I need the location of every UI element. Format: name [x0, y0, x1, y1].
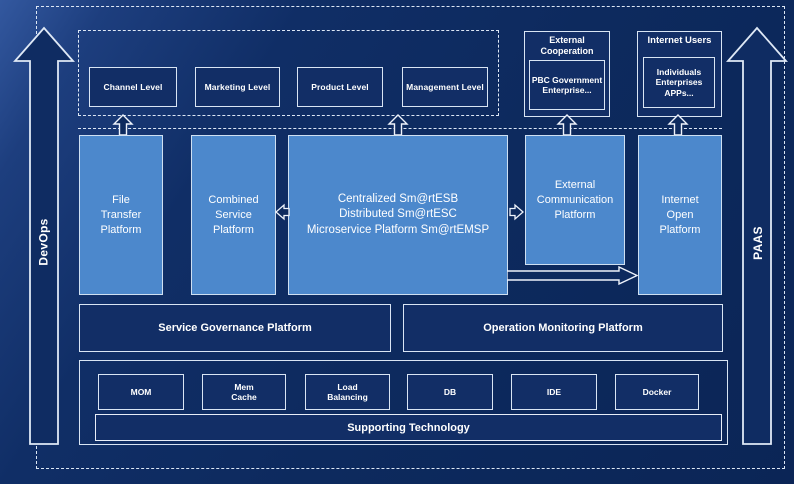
- tech-label: Balancing: [327, 392, 368, 402]
- member-label: PBC Government: [531, 74, 603, 85]
- tech-box-mom: MOM: [98, 374, 184, 410]
- platform-label-line: Communication: [536, 193, 614, 206]
- supporting-technology-bar: Supporting Technology: [95, 414, 722, 441]
- external-cooperation-title: External Cooperation: [540, 35, 594, 56]
- levels-panel: [78, 30, 499, 116]
- platform-label-line: Platform: [213, 223, 254, 236]
- level-label: Management Level: [406, 82, 484, 92]
- platform-label-line: File: [112, 193, 130, 206]
- platform-label-line: Service: [215, 208, 252, 221]
- tech-label: Docker: [642, 386, 672, 397]
- level-box-product: Product Level: [297, 67, 383, 107]
- external-cooperation-members-box: PBC Government Enterprise...: [529, 60, 605, 110]
- level-label: Channel Level: [103, 82, 163, 92]
- devops-label: DevOps: [37, 218, 51, 266]
- platform-label-line: Centralized Sm@rtESB: [337, 192, 459, 205]
- level-box-marketing: Marketing Level: [195, 67, 280, 107]
- up-arrow-icon: [112, 114, 134, 136]
- tech-label: Cache: [231, 392, 257, 402]
- member-label: Enterprise...: [542, 85, 592, 95]
- tech-label: Mem: [234, 381, 254, 392]
- supporting-technology-panel: [79, 360, 728, 445]
- platform-label-line: Open: [666, 208, 694, 221]
- internet-open-platform-box: Internet Open Platform: [638, 135, 722, 295]
- service-governance-label: Service Governance Platform: [158, 322, 312, 334]
- tech-box-db: DB: [407, 374, 493, 410]
- paas-label: PAAS: [751, 226, 765, 260]
- level-box-management: Management Level: [402, 67, 488, 107]
- tech-box-ide: IDE: [511, 374, 597, 410]
- esb-platform-box: Centralized Sm@rtESB Distributed Sm@rtES…: [288, 135, 508, 295]
- tech-label: IDE: [546, 386, 562, 397]
- up-arrow-icon: [556, 114, 578, 136]
- platform-label-line: Distributed Sm@rtESC: [339, 208, 457, 221]
- combined-service-platform-box: Combined Service Platform: [191, 135, 276, 295]
- platform-label-line: Platform: [100, 223, 142, 236]
- up-arrow-icon: [387, 114, 409, 136]
- left-arrow-icon: [275, 203, 290, 221]
- platform-label-line: Platform: [659, 223, 701, 236]
- external-communication-platform-box: External Communication Platform: [525, 135, 625, 265]
- paas-up-arrow-icon: [726, 26, 788, 445]
- level-box-channel: Channel Level: [89, 67, 177, 107]
- platform-label-line: Microservice Platform Sm@rtEMSP: [306, 223, 490, 236]
- flow-right-arrow-icon: [507, 266, 638, 286]
- operation-monitoring-label: Operation Monitoring Platform: [483, 322, 643, 334]
- up-arrow-icon: [667, 114, 689, 136]
- file-transfer-platform-box: File Transfer Platform: [79, 135, 163, 295]
- tech-box-docker: Docker: [615, 374, 699, 410]
- right-arrow-icon: [509, 203, 524, 221]
- level-label: Product Level: [311, 82, 369, 92]
- service-governance-platform-box: Service Governance Platform: [79, 304, 391, 352]
- tech-label: Load: [337, 381, 358, 392]
- internet-users-title: Internet Users: [647, 35, 712, 46]
- operation-monitoring-platform-box: Operation Monitoring Platform: [403, 304, 723, 352]
- devops-rail-label: DevOps: [28, 200, 60, 284]
- paas-rail-label: PAAS: [742, 206, 774, 280]
- internet-users-members-box: Individuals Enterprises APPs...: [643, 57, 715, 108]
- platform-label-line: Internet: [661, 193, 699, 206]
- platform-label-line: Platform: [554, 208, 596, 221]
- member-label: APPs...: [664, 87, 694, 98]
- level-label: Marketing Level: [204, 82, 271, 92]
- member-label: Enterprises: [655, 77, 703, 88]
- platform-label-line: External: [554, 178, 596, 191]
- supporting-technology-label: Supporting Technology: [347, 421, 470, 434]
- platform-label-line: Combined: [208, 193, 259, 206]
- tech-box-mem-cache: Mem Cache: [202, 374, 286, 410]
- tech-label: DB: [443, 386, 457, 397]
- tech-box-load-balancing: Load Balancing: [305, 374, 390, 410]
- platform-label-line: Transfer: [100, 208, 142, 221]
- member-label: Individuals: [656, 66, 702, 77]
- devops-up-arrow-icon: [13, 26, 75, 445]
- tech-label: MOM: [130, 386, 152, 397]
